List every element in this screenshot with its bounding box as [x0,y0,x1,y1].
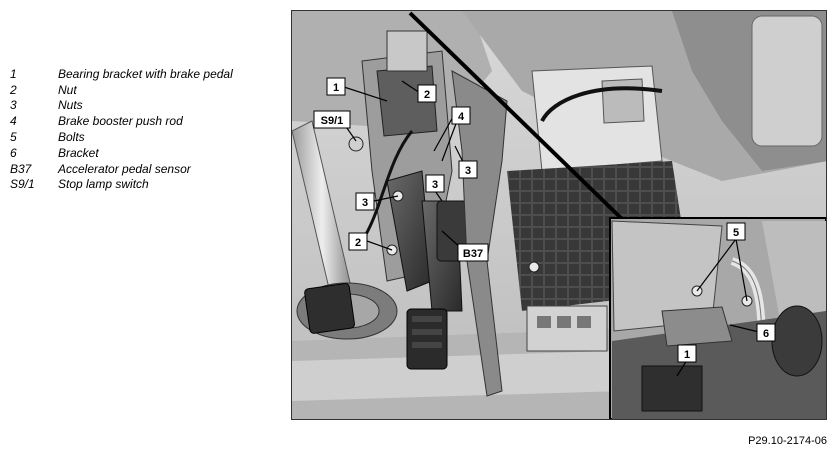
legend-row: 6 Bracket [10,145,280,161]
inset-pointer-line [408,11,624,221]
inset-upper-right [762,221,826,331]
legend-desc: Stop lamp switch [58,177,149,192]
connector-cluster [526,305,608,352]
pedal-assembly-illustration: 1 2 S9/1 4 3 3 3 2 [291,10,827,420]
legend-row: S9/1 Stop lamp switch [10,177,280,193]
legend-code: 4 [10,114,17,129]
bolt-head [528,261,540,273]
callout-3-left: 3 [355,192,375,211]
bracket-top [386,30,428,72]
legend-desc: Bracket [58,145,99,160]
callout-5: 5 [726,222,746,241]
callout-s9-1: S9/1 [313,110,351,129]
detail-inset [609,217,826,419]
inset-bearing-bracket [641,365,703,412]
legend-code: 6 [10,145,17,160]
legend-row: 4 Brake booster push rod [10,113,280,129]
legend: 1 Bearing bracket with brake pedal 2 Nut… [10,66,280,192]
legend-row: 5 Bolts [10,129,280,145]
legend-code: S9/1 [10,177,35,192]
inset-bracket-6 [661,306,733,347]
callout-b37: B37 [457,243,489,262]
callout-label: 3 [465,165,471,177]
callout-6: 6 [756,323,776,342]
pad-rib [412,342,442,348]
callout-label: 2 [355,237,361,249]
figure-reference-number: P29.10-2174-06 [748,435,827,447]
callout-2: 2 [417,84,437,103]
accelerator-pedal-pad [406,308,448,370]
column-cover [751,15,823,147]
callout-label: 6 [763,328,769,340]
legend-row: 1 Bearing bracket with brake pedal [10,66,280,82]
connector-pin-block [577,316,591,328]
callout-label: B37 [463,248,483,260]
callout-label: 1 [684,349,690,361]
legend-code: B37 [10,161,32,176]
illustration-canvas: 1 2 S9/1 4 3 3 3 2 [292,11,826,419]
legend-row: 3 Nuts [10,98,280,114]
callout-1-inset: 1 [677,344,697,363]
callout-1: 1 [326,77,346,96]
connector-block [601,78,645,124]
legend-code: 3 [10,98,17,113]
legend-desc: Accelerator pedal sensor [58,161,191,176]
pad-rib [412,316,442,322]
legend-row: B37 Accelerator pedal sensor [10,161,280,177]
connector-pin-block [557,316,571,328]
pad-rib [412,329,442,335]
stop-lamp-switch [348,136,364,152]
upper-cable [540,86,663,123]
callout-label: 3 [362,197,368,209]
support-brace [451,70,508,397]
callout-3-right: 3 [458,160,478,179]
callout-label: 1 [333,82,339,94]
callout-label: 5 [733,227,739,239]
legend-desc: Nuts [58,98,83,113]
legend-code: 2 [10,82,17,97]
legend-code: 1 [10,66,17,81]
floor-sill [292,351,622,401]
legend-row: 2 Nut [10,82,280,98]
callout-label: 4 [458,111,465,123]
legend-desc: Nut [58,82,77,97]
legend-desc: Bearing bracket with brake pedal [58,66,233,81]
callout-label: S9/1 [321,115,344,127]
callout-label: 3 [432,179,438,191]
callout-label: 2 [424,89,430,101]
callout-4: 4 [451,106,471,125]
legend-desc: Brake booster push rod [58,114,183,129]
brake-pedal-pad [304,283,355,334]
legend-desc: Bolts [58,130,85,145]
connector-pin-block [537,316,551,328]
callout-3-mid: 3 [425,174,445,193]
legend-code: 5 [10,130,17,145]
cable-harness [360,130,414,242]
inset-booster [771,305,823,377]
callout-2-low: 2 [348,232,368,251]
